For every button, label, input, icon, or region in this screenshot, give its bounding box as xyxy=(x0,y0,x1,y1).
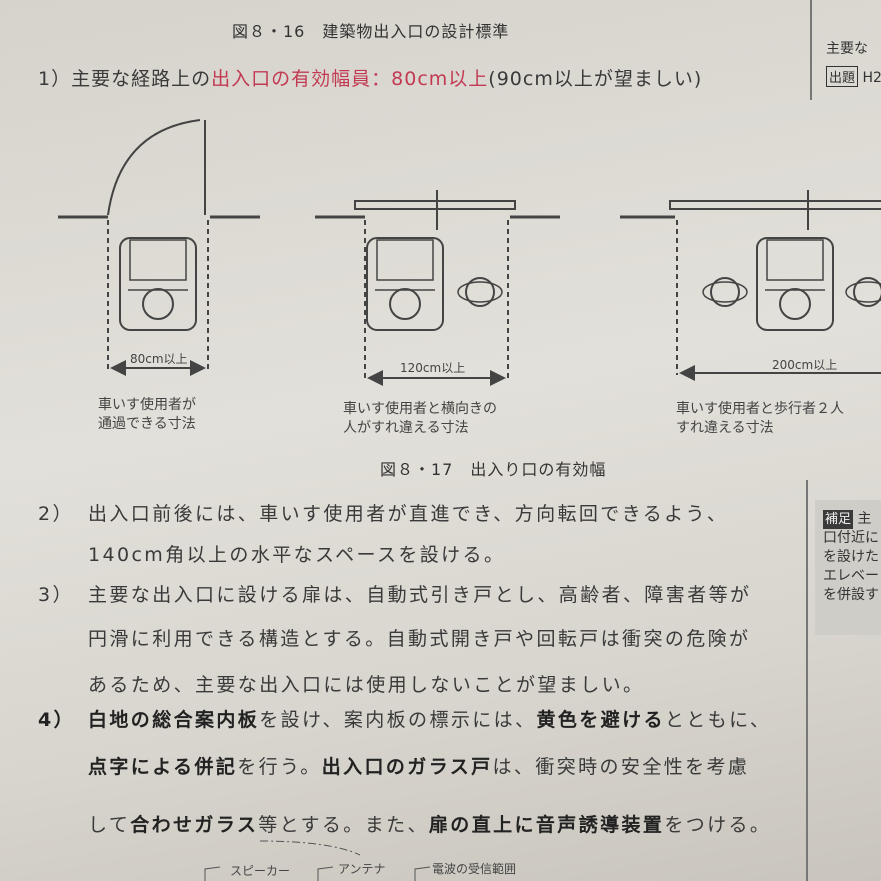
note-line: を併設す xyxy=(823,587,879,603)
item-2-number: 2） xyxy=(38,503,74,525)
sidebar-exam: 出題 H2 xyxy=(826,66,881,87)
diagram-caption: 車いす使用者と横向きの人がすれ違える寸法 xyxy=(343,400,497,438)
text: を設け、案内板の標示には、 xyxy=(259,709,537,731)
note-header: 補足 主 xyxy=(823,510,881,529)
dimension-label-80: 80cm以上 xyxy=(130,352,188,366)
emphasis: 扉の直上に音声誘導装置 xyxy=(428,814,665,836)
item-3-line: 主要な出入口に設ける扉は、自動式引き戸とし、高齢者、障害者等が xyxy=(88,584,752,606)
emphasis: 出入口のガラス戸 xyxy=(321,756,493,778)
emphasis: 黄色を避ける xyxy=(536,709,665,731)
text: H2 xyxy=(862,70,881,86)
note-line: を設けた xyxy=(823,549,879,565)
bottom-diagram-lines xyxy=(204,840,431,881)
note-line: エレベー xyxy=(823,568,879,584)
text: (90cm以上が望ましい) xyxy=(488,68,703,90)
emphasis: 合わせガラス xyxy=(130,814,259,836)
text: 主要な経路上の xyxy=(71,68,212,90)
caption-line: すれ違える寸法 xyxy=(676,420,774,436)
item-3-line: 円滑に利用できる構造とする。自動式開き戸や回転戸は衝突の危険が xyxy=(88,628,751,650)
text: して xyxy=(88,814,131,836)
sidebar-top-text: 主要な xyxy=(826,41,868,57)
item-4-line: して合わせガラス等とする。また、扉の直上に音声誘導装置をつける。 xyxy=(88,810,771,837)
entrance-width-diagrams xyxy=(58,119,881,386)
dimension-label-200: 200cm以上 xyxy=(772,358,838,372)
figure-16-title: 図８・16 建築物出入口の設計標準 xyxy=(232,22,510,41)
highlight: 出入口の有効幅員 xyxy=(211,68,372,90)
diagram-caption: 車いす使用者が通過できる寸法 xyxy=(98,396,196,434)
text: ： xyxy=(371,68,392,90)
item-4-number: 4） xyxy=(38,709,76,731)
diagram-caption: 車いす使用者と歩行者２人すれ違える寸法 xyxy=(676,400,844,438)
figure-17-title: 図８・17 出入り口の有効幅 xyxy=(380,460,607,479)
sidebar-note-box: 補足 主 口付近に を設けた エレベー を併設す xyxy=(815,500,881,635)
caption-line: 車いす使用者と横向きの xyxy=(343,401,497,417)
diagram-wide-door xyxy=(620,190,881,381)
bottom-label-antenna: アンテナ xyxy=(338,862,386,876)
bottom-label-range: 電波の受信範囲 xyxy=(432,862,517,876)
item-4-line: 白地の総合案内板を設け、案内板の標示には、黄色を避けるとともに、 xyxy=(88,705,771,732)
item-2-line: 出入口前後には、車いす使用者が直進でき、方向転回できるよう、 xyxy=(88,503,729,525)
emphasis: 白地の総合案内板 xyxy=(88,709,260,731)
caption-line: 車いす使用者が xyxy=(98,397,196,413)
diagram-swing-door xyxy=(58,119,260,376)
item-3-number: 3） xyxy=(38,584,74,606)
note-line: 主 xyxy=(857,511,872,527)
highlight: 80cm以上 xyxy=(391,68,489,90)
item-number: 1） xyxy=(38,68,72,90)
caption-line: 通過できる寸法 xyxy=(98,416,196,432)
text: を行う。 xyxy=(237,756,322,778)
text: 等とする。また、 xyxy=(258,814,429,836)
item-1: 1）主要な経路上の出入口の有効幅員：80cm以上(90cm以上が望ましい) xyxy=(38,64,702,91)
note-line: 口付近に xyxy=(823,530,879,546)
note-tag: 補足 xyxy=(823,510,854,529)
diagram-sliding-door xyxy=(315,190,560,386)
caption-line: 人がすれ違える寸法 xyxy=(343,420,469,436)
bottom-label-speaker: スピーカー xyxy=(230,864,291,878)
text: をつける。 xyxy=(664,814,772,836)
emphasis: 点字による併記 xyxy=(88,756,238,778)
dimension-label-120: 120cm以上 xyxy=(400,361,466,375)
text: とともに、 xyxy=(664,709,772,731)
exam-tag: 出題 xyxy=(826,66,859,87)
column-divider xyxy=(810,0,812,100)
item-4-line: 点字による併記を行う。出入口のガラス戸は、衝突時の安全性を考慮 xyxy=(88,752,749,779)
item-2-line: 140cm角以上の水平なスペースを設ける。 xyxy=(88,544,506,566)
text: は、衝突時の安全性を考慮 xyxy=(492,756,750,778)
caption-line: 車いす使用者と歩行者２人 xyxy=(676,401,844,417)
item-3-line: あるため、主要な出入口には使用しないことが望ましい。 xyxy=(88,674,645,696)
column-divider xyxy=(806,480,808,881)
